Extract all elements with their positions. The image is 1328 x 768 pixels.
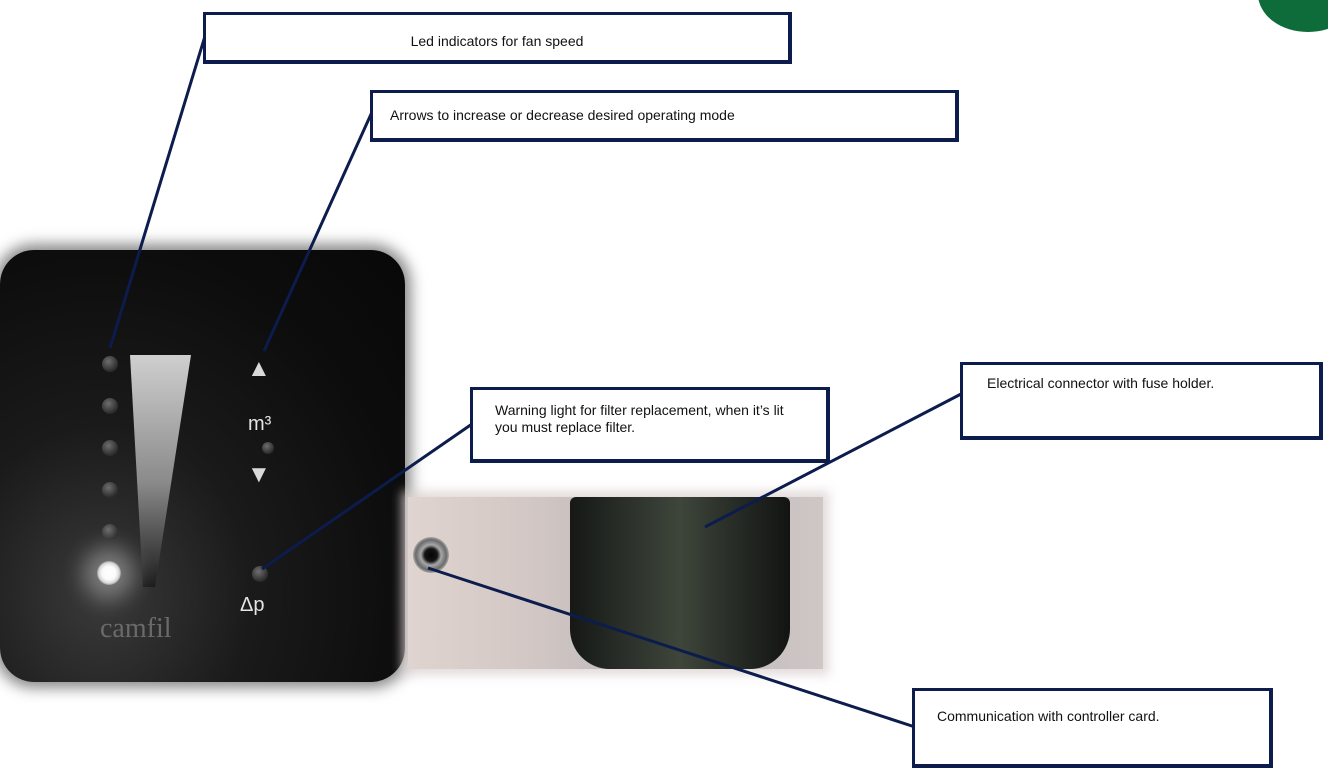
power-plug bbox=[570, 497, 790, 669]
pressure-label: Δp bbox=[240, 594, 265, 616]
leader-electrical-connector bbox=[704, 391, 964, 529]
fan-speed-led-2 bbox=[102, 524, 118, 540]
leader-communication bbox=[427, 566, 916, 729]
callout-electrical-connector: Electrical connector with fuse holder. bbox=[960, 362, 1323, 440]
communication-jack bbox=[413, 537, 449, 573]
callout-arrows-text: Arrows to increase or decrease desired o… bbox=[390, 107, 735, 123]
fan-speed-led-3 bbox=[102, 482, 118, 498]
mode-indicator-led bbox=[262, 442, 274, 454]
fan-speed-led-6 bbox=[102, 356, 118, 372]
control-panel: ▲ m³ ▼ Δp camfil bbox=[0, 250, 405, 682]
fan-speed-led-1 bbox=[97, 561, 121, 585]
airflow-label: m³ bbox=[248, 413, 272, 435]
leader-arrows bbox=[262, 111, 374, 352]
decrease-arrow-button[interactable]: ▼ bbox=[247, 461, 271, 488]
callout-led-indicators: Led indicators for fan speed bbox=[203, 12, 792, 64]
leader-led-indicators bbox=[108, 35, 207, 349]
callout-communication: Communication with controller card. bbox=[912, 688, 1273, 768]
callout-communication-text: Communication with controller card. bbox=[937, 708, 1160, 724]
callout-warning-light: Warning light for filter replacement, wh… bbox=[470, 387, 830, 463]
fan-speed-ramp bbox=[130, 355, 191, 587]
fan-speed-led-5 bbox=[102, 398, 118, 414]
camfil-logo: camfil bbox=[100, 613, 172, 644]
leader-warning-light bbox=[261, 422, 473, 571]
callout-led-indicators-text: Led indicators for fan speed bbox=[410, 33, 584, 49]
filter-warning-led bbox=[252, 566, 268, 582]
callout-arrows: Arrows to increase or decrease desired o… bbox=[370, 90, 959, 142]
callout-electrical-connector-text: Electrical connector with fuse holder. bbox=[987, 375, 1215, 391]
fan-speed-led-4 bbox=[102, 440, 118, 456]
increase-arrow-button[interactable]: ▲ bbox=[247, 355, 271, 382]
callout-warning-light-text: Warning light for filter replacement, wh… bbox=[495, 402, 784, 435]
